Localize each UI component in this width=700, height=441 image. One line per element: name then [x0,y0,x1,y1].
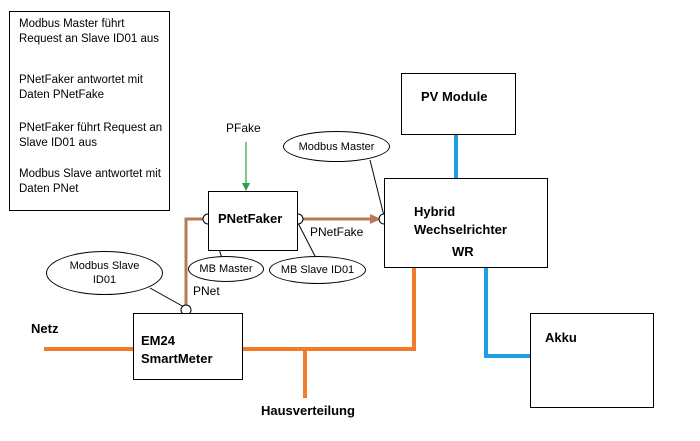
pnetfake-label: PNetFake [310,225,364,239]
hausverteilung-label: Hausverteilung [261,403,355,418]
notes-box: Modbus Master führt Request an Slave ID0… [9,11,170,211]
mb-slave-callout-line [297,222,317,259]
wr-to-em24-power-line [243,268,416,351]
pnetfaker-label: PNetFaker [218,211,283,226]
mb-master-ellipse: MB Master [188,256,264,282]
mb-slave-label: MB Slave ID01 [280,264,355,276]
pnetfake-arrowhead [370,214,381,224]
pfake-arrowhead [242,183,250,191]
wr-to-akku-line [484,268,530,358]
mb-slave-ellipse: MB Slave ID01 [269,256,366,284]
modbus-slave-callout-line [149,287,185,308]
note-1: Modbus Master führt Request an Slave ID0… [19,18,160,45]
pfake-label: PFake [226,121,261,135]
akku-box: Akku [530,313,654,408]
pv-module-label: PV Module [421,89,488,104]
akku-label: Akku [545,330,577,345]
modbus-master-ellipse: Modbus Master [283,131,390,162]
wechselrichter-title-1: Hybrid [414,204,456,219]
modbus-slave-label: Modbus Slave ID01 [69,260,140,286]
wechselrichter-title-2: Wechselrichter [414,222,507,237]
modbus-master-callout-line [369,159,385,217]
modbus-slave-ellipse: Modbus Slave ID01 [46,251,163,295]
note-3: PNetFaker führt Request an Slave ID01 au… [19,122,163,149]
wechselrichter-abbr: WR [452,244,474,259]
note-4: Modbus Slave antwortet mit Daten PNet [19,168,161,195]
pnetfaker-box: PNetFaker [208,191,298,251]
modbus-master-label: Modbus Master [298,140,375,153]
em24-label-1: EM24 [141,333,175,348]
em24-label-2: SmartMeter [141,351,213,366]
mb-master-label: MB Master [199,263,253,275]
pnet-label: PNet [193,284,220,298]
netz-label: Netz [31,321,59,336]
pnet-signal-line [184,217,208,308]
pv-module-box: PV Module [401,73,516,135]
note-2: PNetFaker antwortet mit Daten PNetFake [19,74,143,101]
wechselrichter-box: Hybrid Wechselrichter WR [384,178,548,268]
em24-smartmeter-box: EM24 SmartMeter [133,313,243,380]
